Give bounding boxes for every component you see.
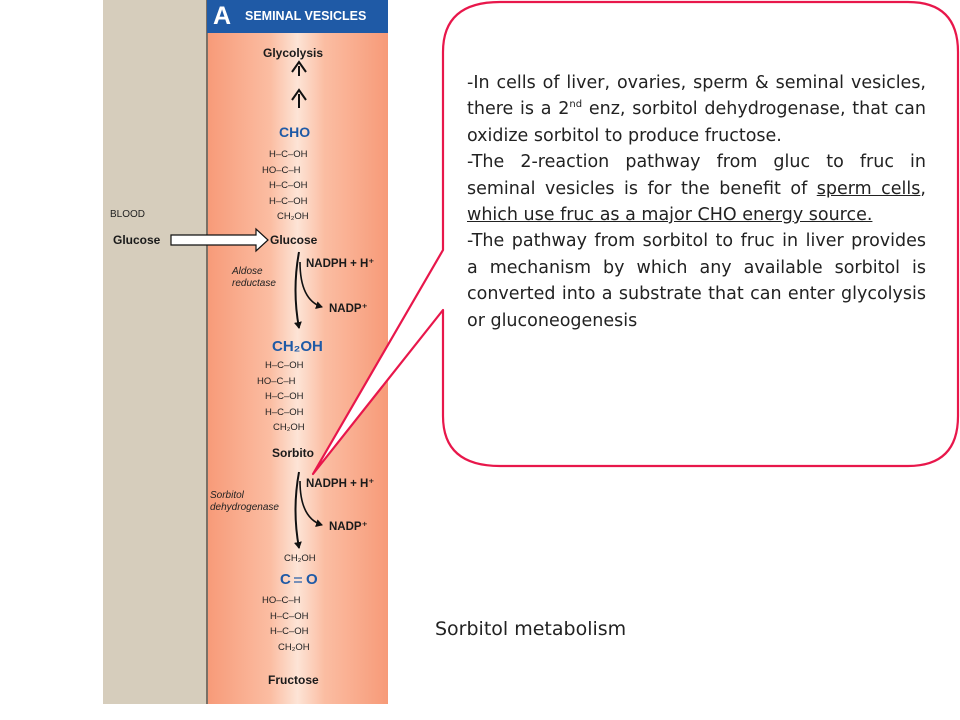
- blood-label: BLOOD: [110, 209, 146, 220]
- reaction-arrow-1: [293, 251, 302, 329]
- transport-arrow: [170, 227, 269, 253]
- glycolysis-label: Glycolysis: [263, 46, 324, 60]
- ch2oh-label: CH₂OH: [272, 338, 323, 355]
- enzyme-line: dehydrogenase: [210, 502, 279, 513]
- callout-paragraph-3: -The pathway from sorbitol to fruc in li…: [467, 231, 926, 331]
- callout-paragraph-1: -In cells of liver, ovaries, sperm & sem…: [467, 70, 926, 149]
- sorbitol-row: H–C–OH: [265, 360, 304, 371]
- panel-title: SEMINAL VESICLES: [245, 9, 367, 23]
- sorbitol-row: HO–C–H: [257, 375, 296, 387]
- para2-separator: ,: [920, 178, 926, 199]
- para1-text-end: enz, sorbitol dehydrogenase, that can ox…: [467, 99, 926, 146]
- cofactor-nadph-1: NADPH + H⁺: [306, 258, 375, 270]
- panel-divider: [206, 0, 208, 704]
- sorbitol-label: Sorbito: [272, 446, 314, 460]
- callout-bubble: [311, 0, 960, 476]
- carbonyl-o: O: [306, 571, 318, 588]
- enzyme-aldose-reductase: Aldose reductase: [232, 266, 276, 290]
- sorbitol-row: H–C–OH: [265, 391, 304, 402]
- fructose-label: Fructose: [268, 673, 319, 687]
- sorbitol-row: H–C–OH: [265, 406, 304, 418]
- enzyme-line: Aldose: [232, 266, 263, 277]
- sorbitol-structure: H–C–OH HO–C–H H–C–OH H–C–OH CH₂OH: [257, 358, 305, 436]
- reaction-arrow-2: [293, 471, 302, 549]
- glucose-row: CH₂OH: [277, 211, 309, 222]
- panel-letter: A: [213, 2, 232, 30]
- cofactor-nadph-2: NADPH + H⁺: [306, 478, 375, 490]
- fructose-top-ch2oh: CH₂OH: [284, 553, 316, 564]
- carbonyl-c: C: [280, 571, 291, 588]
- seminal-vesicles-panel: [207, 0, 388, 704]
- glucose-row: H–C–OH: [269, 149, 308, 160]
- up-arrow: [291, 88, 307, 108]
- fructose-row: H–C–OH: [270, 626, 309, 637]
- fructose-row: H–C–OH: [270, 610, 309, 622]
- glucose-structure: H–C–OH HO–C–H H–C–OH H–C–OH CH₂OH: [262, 147, 309, 225]
- figure-caption: Sorbitol metabolism: [435, 618, 627, 640]
- panel-header: [207, 0, 388, 33]
- para1-text: -In cells of liver, ovaries, sperm & sem…: [467, 73, 926, 120]
- enzyme-line: reductase: [232, 278, 276, 289]
- para2-underline-1: sperm cells: [816, 178, 921, 199]
- enzyme-line: Sorbitol: [210, 490, 244, 501]
- glucose-row: H–C–OH: [269, 195, 308, 207]
- fructose-row: HO–C–H: [262, 595, 301, 606]
- sorbitol-row: CH₂OH: [273, 422, 305, 433]
- up-arrow: [291, 60, 307, 76]
- cofactor-arrow-1: [299, 261, 323, 309]
- enzyme-sorbitol-dehydrogenase: Sorbitol dehydrogenase: [210, 490, 279, 514]
- cho-label: CHO: [279, 124, 311, 140]
- fructose-row: CH₂OH: [278, 641, 310, 653]
- cofactor-arrow-2: [299, 480, 323, 527]
- glucose-cell-label: Glucose: [270, 233, 318, 247]
- callout-text: -In cells of liver, ovaries, sperm & sem…: [467, 70, 926, 334]
- para1-sup: nd: [569, 99, 583, 111]
- blood-panel: [103, 0, 207, 704]
- cofactor-nadp-2: NADP⁺: [329, 521, 368, 533]
- glucose-row: H–C–OH: [269, 180, 308, 191]
- para2-underline-2: which use fruc as a major CHO energy sou…: [467, 205, 873, 226]
- glucose-blood-label: Glucose: [113, 233, 161, 247]
- callout-paragraph-2: -The 2-reaction pathway from gluc to fru…: [467, 149, 926, 228]
- para2-text: -The 2-reaction pathway from gluc to fru…: [467, 152, 926, 199]
- glucose-row: HO–C–H: [262, 164, 301, 176]
- cofactor-nadp-1: NADP⁺: [329, 303, 368, 315]
- fructose-structure: HO–C–H H–C–OH H–C–OH CH₂OH: [262, 593, 310, 655]
